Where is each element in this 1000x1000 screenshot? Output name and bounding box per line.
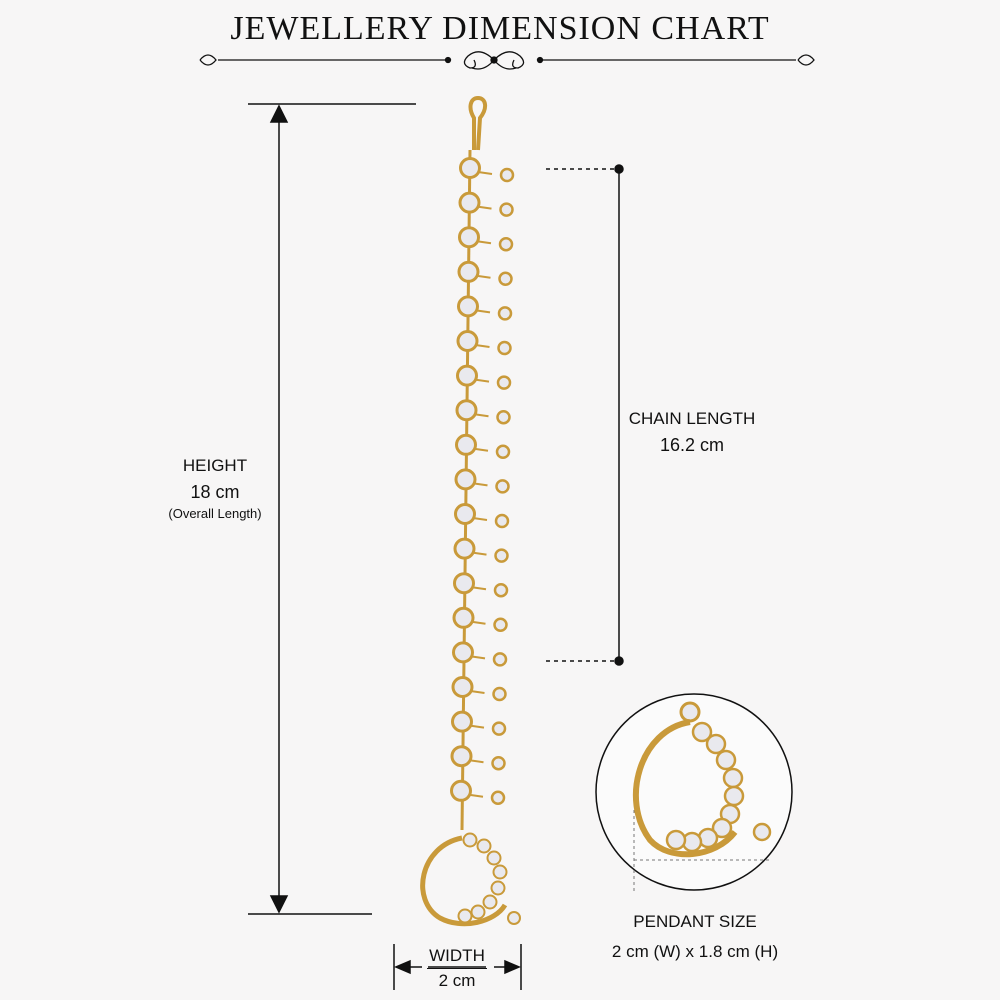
drop-link — [472, 517, 488, 521]
drop-stone — [496, 375, 512, 390]
title-ornament — [199, 51, 815, 70]
height-dimension-line — [248, 103, 416, 915]
drop-link — [475, 344, 490, 348]
drop-stone — [498, 271, 513, 287]
drop-stone — [494, 513, 510, 529]
pendant-stone — [490, 880, 506, 896]
chain-stone — [455, 433, 477, 456]
drop-link — [477, 171, 493, 175]
drop-link — [474, 413, 489, 418]
pendant-stone — [457, 908, 473, 924]
width-label: WIDTH 2 cm — [412, 946, 502, 991]
drop-link — [473, 482, 488, 487]
pendant-size-title: PENDANT SIZE — [633, 912, 757, 931]
chain-stone — [456, 330, 479, 352]
drop-stone — [493, 617, 508, 633]
pendant-detail-view — [595, 693, 793, 892]
drop-stone — [498, 236, 514, 252]
height-note: (Overall Length) — [168, 506, 262, 521]
drop-link — [470, 690, 485, 694]
chain-stone — [452, 641, 474, 664]
drop-link — [476, 274, 491, 279]
drop-link — [470, 655, 486, 660]
chain-stone — [452, 606, 475, 629]
drop-stone — [492, 686, 507, 702]
pendant-detail-stone — [711, 817, 733, 839]
drop-link — [472, 551, 487, 556]
drop-link — [477, 205, 492, 210]
drop-stone — [491, 755, 506, 771]
drop-link — [468, 793, 484, 798]
drop-link — [469, 759, 484, 764]
drop-link — [471, 586, 487, 591]
chain-stone — [450, 745, 473, 768]
chain-stone — [458, 191, 481, 214]
drop-stone — [496, 409, 511, 425]
width-value: 2 cm — [438, 971, 476, 990]
drop-stone — [497, 340, 512, 356]
pendant-ring — [420, 835, 508, 927]
pendant-stone — [470, 904, 486, 920]
height-label: HEIGHT 18 cm (Overall Length) — [150, 456, 280, 521]
pendant-detail-stone — [723, 785, 745, 807]
drop-stone — [492, 652, 508, 667]
drop-stone — [495, 479, 510, 494]
drop-link — [471, 620, 486, 625]
chain-stone — [451, 710, 473, 733]
chain-length-title: CHAIN LENGTH — [628, 409, 756, 428]
pendant-detail-stone — [715, 749, 737, 771]
drop-link — [475, 309, 491, 314]
jewellery-chain — [420, 95, 521, 927]
chain-length-dimension-line — [546, 164, 624, 666]
drop-link — [473, 447, 489, 452]
chain-stone — [454, 503, 476, 525]
pendant-detail-stone — [722, 767, 744, 789]
chain-stone — [450, 779, 472, 802]
drop-stone — [499, 202, 514, 217]
pendant-stone — [476, 838, 492, 854]
drop-link — [474, 378, 490, 383]
height-title: HEIGHT — [182, 456, 248, 475]
pendant-stone — [486, 850, 502, 866]
chain-stone — [456, 364, 478, 387]
drop-stone — [491, 721, 507, 736]
chain-stone — [458, 226, 480, 249]
drop-stone — [499, 167, 515, 183]
drop-stone — [495, 444, 511, 460]
chain-stone — [451, 676, 474, 698]
drop-stone — [497, 306, 513, 321]
chain-length-label: CHAIN LENGTH 16.2 cm — [612, 409, 772, 456]
pendant-stone — [462, 832, 478, 848]
drop-stone — [490, 790, 506, 806]
pendant-size-label: PENDANT SIZE 2 cm (W) x 1.8 cm (H) — [580, 912, 810, 962]
drop-stone — [493, 582, 509, 598]
drop-link — [476, 240, 492, 245]
width-dimension-line — [393, 944, 522, 990]
pendant-size-value: 2 cm (W) x 1.8 cm (H) — [611, 942, 779, 961]
pendant-stone — [492, 864, 508, 880]
chain-stone — [454, 468, 477, 491]
chain-stone — [453, 537, 476, 560]
pendant-detail-stone — [665, 829, 687, 851]
chain-stone — [457, 295, 479, 318]
drop-link — [469, 724, 485, 729]
pendant-drop — [507, 911, 521, 925]
height-value: 18 cm — [190, 482, 240, 502]
chain-hook — [468, 95, 487, 151]
chain-stone — [459, 157, 481, 179]
chain-stone — [457, 260, 480, 283]
chain-stone — [455, 399, 478, 422]
pendant-detail-stone — [705, 733, 727, 755]
pendant-detail-stone — [691, 721, 713, 743]
page-title: JEWELLERY DIMENSION CHART — [230, 10, 770, 47]
pendant-stone — [482, 894, 498, 910]
chain-stone — [453, 572, 475, 595]
width-title: WIDTH — [427, 946, 487, 969]
chain-length-value: 16.2 cm — [659, 435, 725, 455]
drop-stone — [494, 548, 509, 563]
